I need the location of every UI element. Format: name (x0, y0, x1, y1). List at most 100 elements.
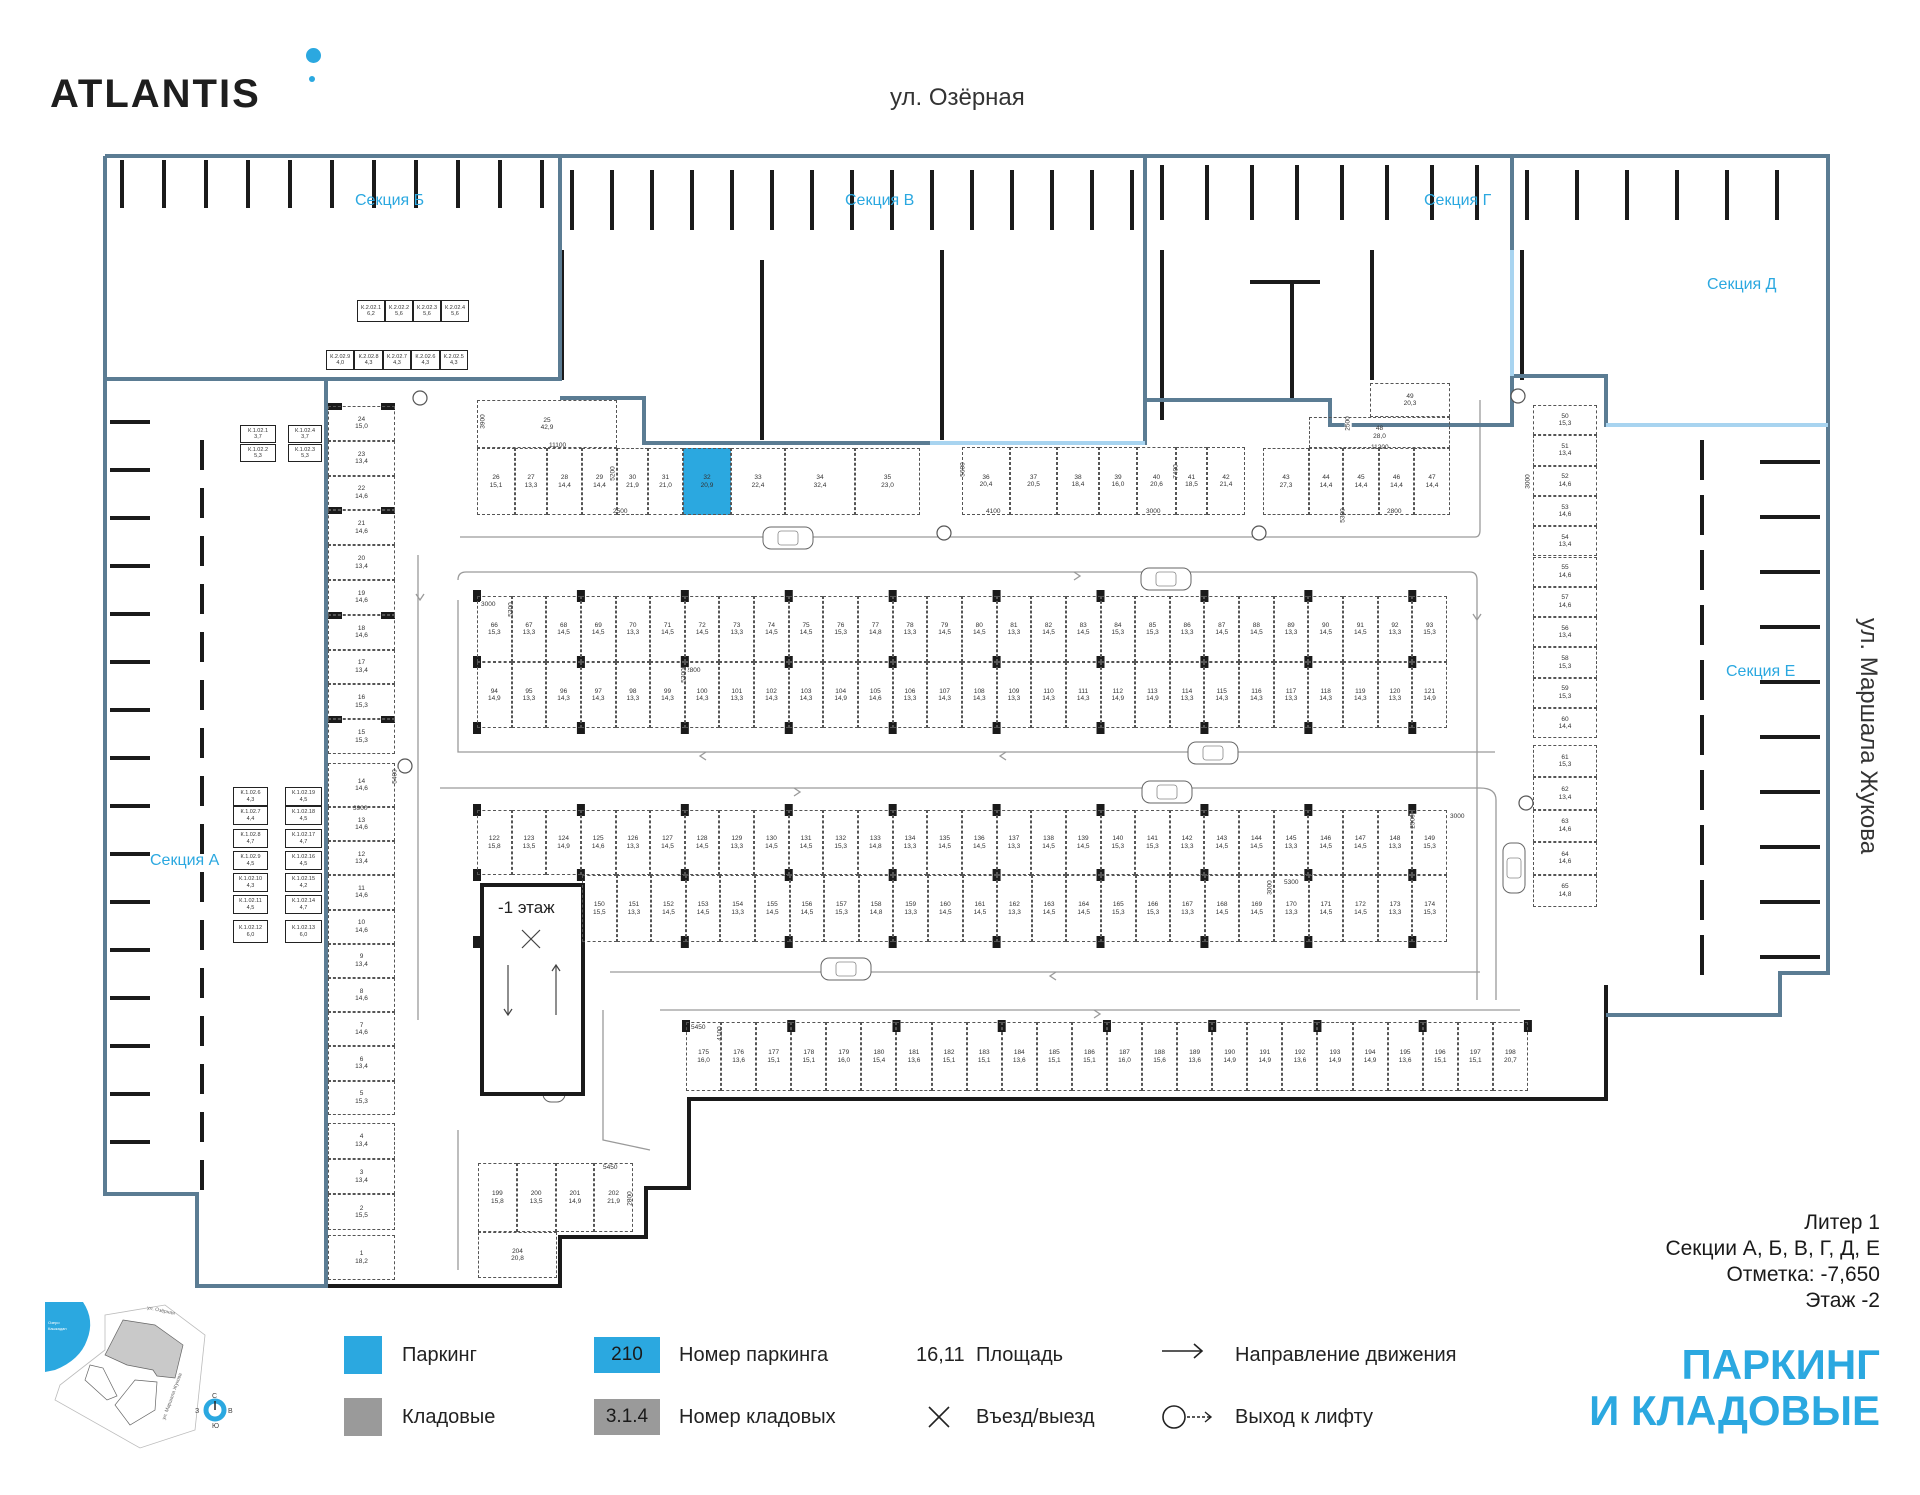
ramp-to-floor-minus-1[interactable] (480, 883, 585, 1096)
